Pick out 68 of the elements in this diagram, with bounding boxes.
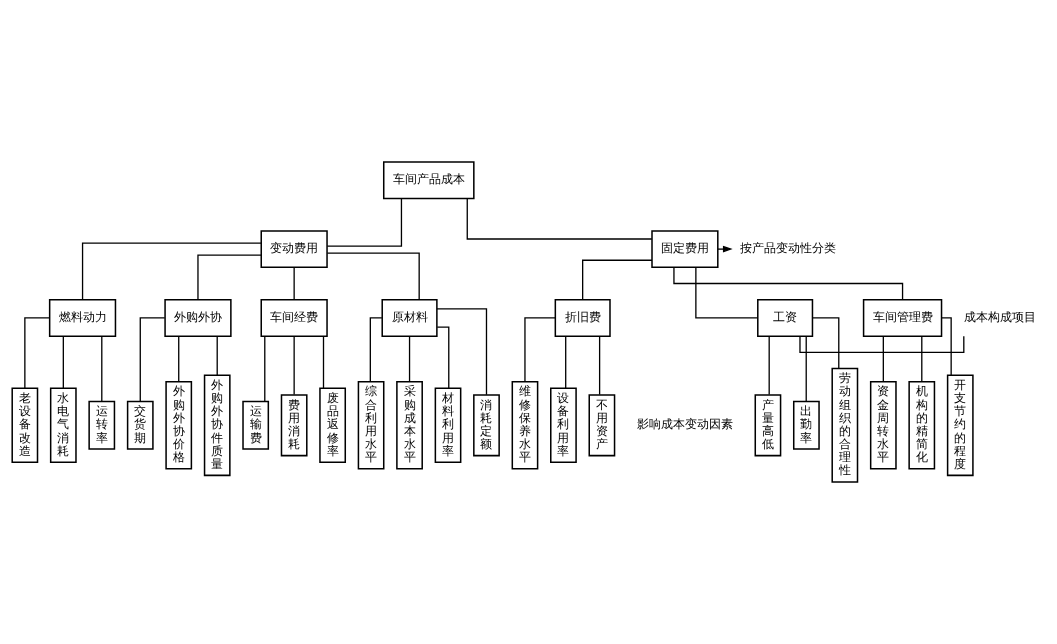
connector xyxy=(293,335,295,396)
node-box: 外购外协价格 xyxy=(165,380,193,470)
node-box: 综合利用水平 xyxy=(357,380,385,470)
node-box: 折旧费 xyxy=(554,298,611,337)
node-box: 设备利用率 xyxy=(550,387,577,463)
node-box: 原材料 xyxy=(381,298,438,337)
connector xyxy=(24,317,50,389)
node-box: 材料利用率 xyxy=(434,387,462,463)
connector xyxy=(882,335,884,383)
connector xyxy=(81,242,262,301)
node-box: 水电气消耗 xyxy=(49,387,77,463)
connector xyxy=(293,266,295,301)
node-box: 车间管理费 xyxy=(862,298,943,337)
connector xyxy=(695,266,759,319)
connector xyxy=(805,335,807,402)
node-box: 交货期 xyxy=(126,400,154,450)
node-box: 资金周转水平 xyxy=(869,380,897,470)
node-box: 开支节约的程度 xyxy=(946,374,974,477)
connector xyxy=(941,317,952,376)
connector xyxy=(408,335,411,383)
node-box: 机构的精简化 xyxy=(908,380,936,470)
connector xyxy=(466,197,653,240)
label: 影响成本变动因素 xyxy=(636,417,733,432)
connector xyxy=(565,335,567,389)
connector xyxy=(436,308,488,396)
arrow xyxy=(717,245,733,253)
node-box: 固定费用 xyxy=(651,230,719,269)
connector xyxy=(768,335,770,396)
node-box: 劳动组织的合理性 xyxy=(831,367,859,483)
connector xyxy=(369,317,383,383)
connector xyxy=(264,335,266,402)
node-box: 出勤率 xyxy=(792,400,820,450)
node-box: 老设备改造 xyxy=(11,387,39,463)
node-box: 运转率 xyxy=(88,400,116,450)
node-box: 外购外协 xyxy=(164,298,232,337)
connector xyxy=(197,254,262,301)
node-box: 废品返修率 xyxy=(319,387,347,463)
connector xyxy=(101,335,103,402)
connector xyxy=(582,259,653,301)
node-box: 维修保养水平 xyxy=(511,380,539,470)
connector xyxy=(524,317,556,383)
node-box: 车间经费 xyxy=(260,298,328,337)
connector xyxy=(436,326,450,389)
connector xyxy=(139,317,166,403)
connector xyxy=(62,335,64,389)
node-box: 不用资产 xyxy=(588,394,616,457)
connector xyxy=(326,252,420,301)
node-box: 运输费 xyxy=(242,400,270,450)
connector xyxy=(811,317,840,370)
node-box: 外购外协件质量 xyxy=(203,374,231,477)
connector xyxy=(799,335,965,354)
node-text: 按产品变动性分类 xyxy=(740,241,837,256)
node-box: 车间产品成本 xyxy=(382,161,475,200)
connector xyxy=(326,197,403,247)
connector xyxy=(178,335,180,383)
node-box: 工资 xyxy=(757,298,814,337)
node-box: 采购成本水平 xyxy=(396,380,423,470)
connector xyxy=(322,335,325,389)
node-box: 燃料动力 xyxy=(48,298,117,337)
connector xyxy=(673,266,904,301)
connector xyxy=(921,335,923,383)
node-box: 变动费用 xyxy=(260,230,328,269)
node-box: 消耗定额 xyxy=(473,394,500,457)
connector xyxy=(216,335,218,376)
connector xyxy=(598,335,601,396)
node-text: 成本构成项目 xyxy=(963,310,1036,325)
node-box: 费用消耗 xyxy=(280,394,308,457)
node-box: 产量高低 xyxy=(754,394,782,457)
